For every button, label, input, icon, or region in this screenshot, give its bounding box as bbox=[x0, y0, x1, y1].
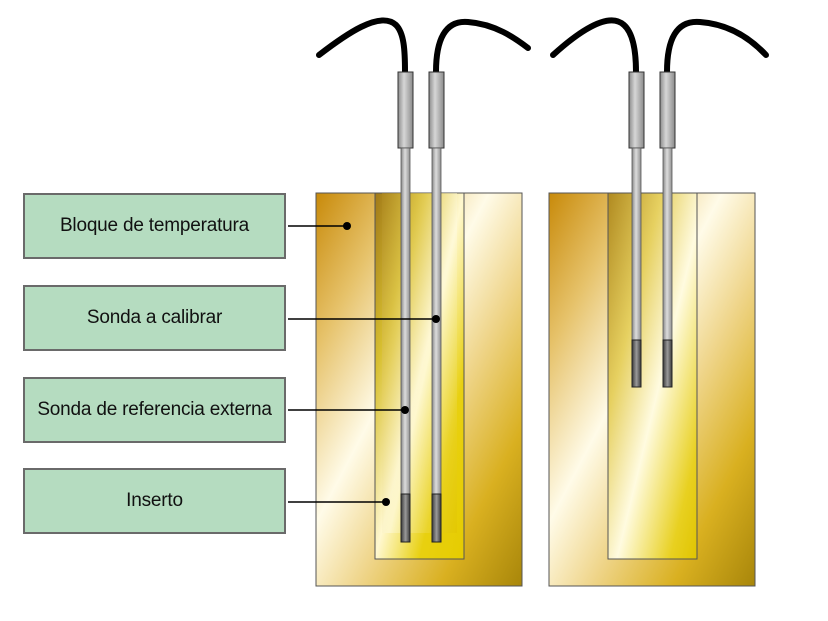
label-text: Sonda a calibrar bbox=[86, 307, 223, 328]
cable-icon bbox=[550, 17, 639, 75]
label-reference-probe: Sonda de referencia externa bbox=[23, 377, 286, 443]
label-temperature-block: Bloque de temperatura bbox=[23, 193, 286, 259]
label-text: Inserto bbox=[126, 490, 183, 511]
probe-tip-icon bbox=[400, 493, 411, 543]
probe-under-test-right bbox=[659, 18, 769, 388]
reference-probe-right bbox=[550, 17, 645, 388]
cable-icon bbox=[316, 17, 408, 75]
label-insert: Inserto bbox=[23, 468, 286, 534]
probe-tip-icon bbox=[431, 493, 442, 543]
insert-right bbox=[607, 192, 698, 560]
leader-dot bbox=[382, 498, 390, 506]
leader-dot bbox=[343, 222, 351, 230]
probe-tip-icon bbox=[631, 339, 642, 388]
reference-probe-left bbox=[316, 17, 414, 543]
cable-icon bbox=[664, 18, 769, 75]
label-text: Sonda de referencia externa bbox=[37, 399, 272, 420]
leader-lines bbox=[288, 222, 440, 506]
insert-left-cavity bbox=[382, 193, 457, 533]
label-probe-under-test: Sonda a calibrar bbox=[23, 285, 286, 351]
probe-tip-icon bbox=[662, 339, 673, 388]
label-text: Bloque de temperatura bbox=[59, 215, 250, 236]
leader-dot bbox=[401, 406, 409, 414]
temperature-block-right bbox=[548, 192, 756, 587]
leader-dot bbox=[432, 315, 440, 323]
temperature-block-left bbox=[315, 192, 523, 587]
cable-icon bbox=[433, 18, 531, 75]
